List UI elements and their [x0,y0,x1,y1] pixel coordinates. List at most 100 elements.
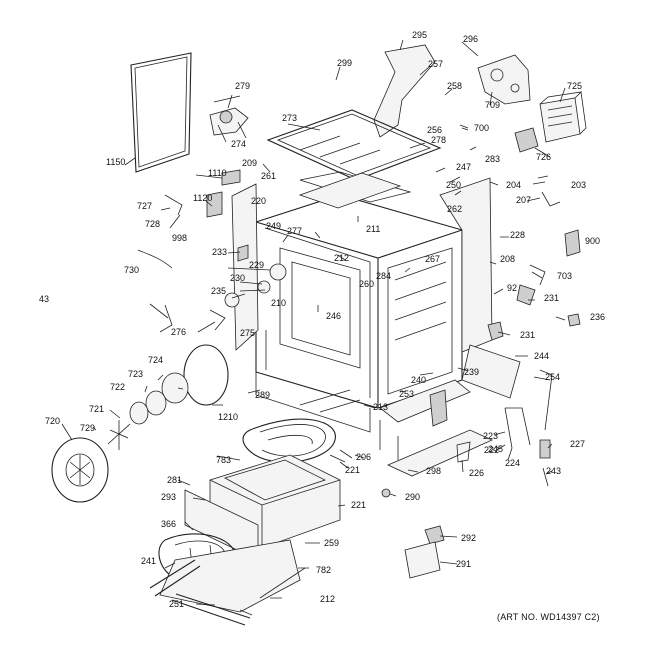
part-label-204: 204 [506,180,521,190]
part-label-211: 211 [366,224,380,234]
part-782 [404,541,441,579]
part-label-1210: 1210 [218,412,238,422]
part-label-206: 206 [356,452,371,462]
part-label-235: 235 [211,286,226,296]
part-label-249: 249 [266,221,281,231]
part-label-208: 208 [500,254,515,264]
part-label-227: 227 [570,439,585,449]
part-label-228: 228 [510,230,525,240]
part-label-720: 720 [45,416,60,426]
part-label-261: 261 [261,171,276,181]
rails-bottom [149,559,306,626]
part-label-722: 722 [110,382,125,392]
part-label-210: 210 [271,298,286,308]
misc-parts-left [137,169,287,333]
part-label-703: 703 [557,271,572,281]
part-label-709: 709 [485,100,500,110]
part-label-258: 258 [447,81,462,91]
part-label-724: 724 [148,355,163,365]
duct-295 [373,44,436,138]
part-label-241: 241 [141,556,156,566]
part-label-299: 299 [337,58,352,68]
part-label-727: 727 [137,201,152,211]
door-gasket-icon [130,52,192,173]
part-label-250: 250 [446,180,461,190]
part-label-295: 295 [412,30,427,40]
oven-frame-icon [255,171,463,409]
part-label-226: 226 [469,468,484,478]
part-label-283: 283 [485,154,500,164]
part-label-725: 725 [567,81,582,91]
part-label-728: 728 [145,219,160,229]
part-label-254: 254 [545,372,560,382]
part-label-1150: 1150 [106,157,125,167]
part-label-783: 783 [216,455,231,465]
part-label-267: 267 [425,254,440,264]
part-label-209: 209 [242,158,257,168]
part-label-291: 291 [456,559,471,569]
bracket-279 [209,95,249,143]
part-label-729: 729 [80,423,95,433]
part-label-251: 251 [169,599,184,609]
part-label-275: 275 [240,328,255,338]
part-label-222: 222 [484,445,499,455]
part-label-284: 284 [376,271,391,281]
part-label-293: 293 [161,492,176,502]
part-label-277: 277 [287,226,302,236]
part-label-245: 245 [488,444,503,454]
part-label-223: 223 [483,431,498,441]
art-number-caption: (ART NO. WD14397 C2) [497,612,600,622]
top-panel [266,109,442,181]
part-label-273: 273 [282,113,297,123]
panel-244 [461,344,521,399]
part-label-231: 231 [544,293,559,303]
part-label-782: 782 [316,565,331,575]
pan-292 [159,539,301,613]
part-label-246: 246 [326,311,341,321]
part-label-274: 274 [231,139,246,149]
part-label-1110: 1110 [208,168,227,178]
burner-base-243 [379,379,493,477]
part-label-721: 721 [89,404,104,414]
part-label-723: 723 [128,369,143,379]
part-label-998: 998 [172,233,187,243]
part-label-1120: 1120 [193,193,212,203]
part-label-240: 240 [411,375,426,385]
part-label-700: 700 [474,123,489,133]
part-label-203: 203 [571,180,586,190]
leader-lines [61,39,566,616]
part-label-289: 289 [255,390,270,400]
part-label-296: 296 [463,34,478,44]
part-label-298: 298 [426,466,441,476]
part-label-900: 900 [585,236,600,246]
part-label-259: 259 [324,538,339,548]
part-label-239: 239 [464,367,479,377]
side-panel-262 [439,177,493,353]
part-label-92: 92 [507,283,517,293]
part-label-244: 244 [534,351,549,361]
part-label-220: 220 [251,196,266,206]
box-725 [539,91,587,143]
part-label-262: 262 [447,204,462,214]
convection-fan-icon [51,344,229,503]
part-245 [456,441,471,463]
part-label-233: 233 [212,247,227,257]
part-label-212: 212 [320,594,335,604]
part-366 [424,525,445,545]
part-label-230: 230 [230,273,245,283]
part-label-253: 253 [399,389,414,399]
part-label-221: 221 [351,500,366,510]
part-label-292: 292 [461,533,476,543]
part-label-229: 229 [249,260,264,270]
part-label-260: 260 [359,279,374,289]
part-label-730: 730 [124,265,139,275]
element-221 [329,449,353,463]
part-label-247: 247 [456,162,471,172]
part-label-43: 43 [39,294,49,304]
bracket-296 [477,54,531,105]
part-label-279: 279 [235,81,250,91]
part-label-278: 278 [431,135,446,145]
part-label-726: 726 [536,152,551,162]
